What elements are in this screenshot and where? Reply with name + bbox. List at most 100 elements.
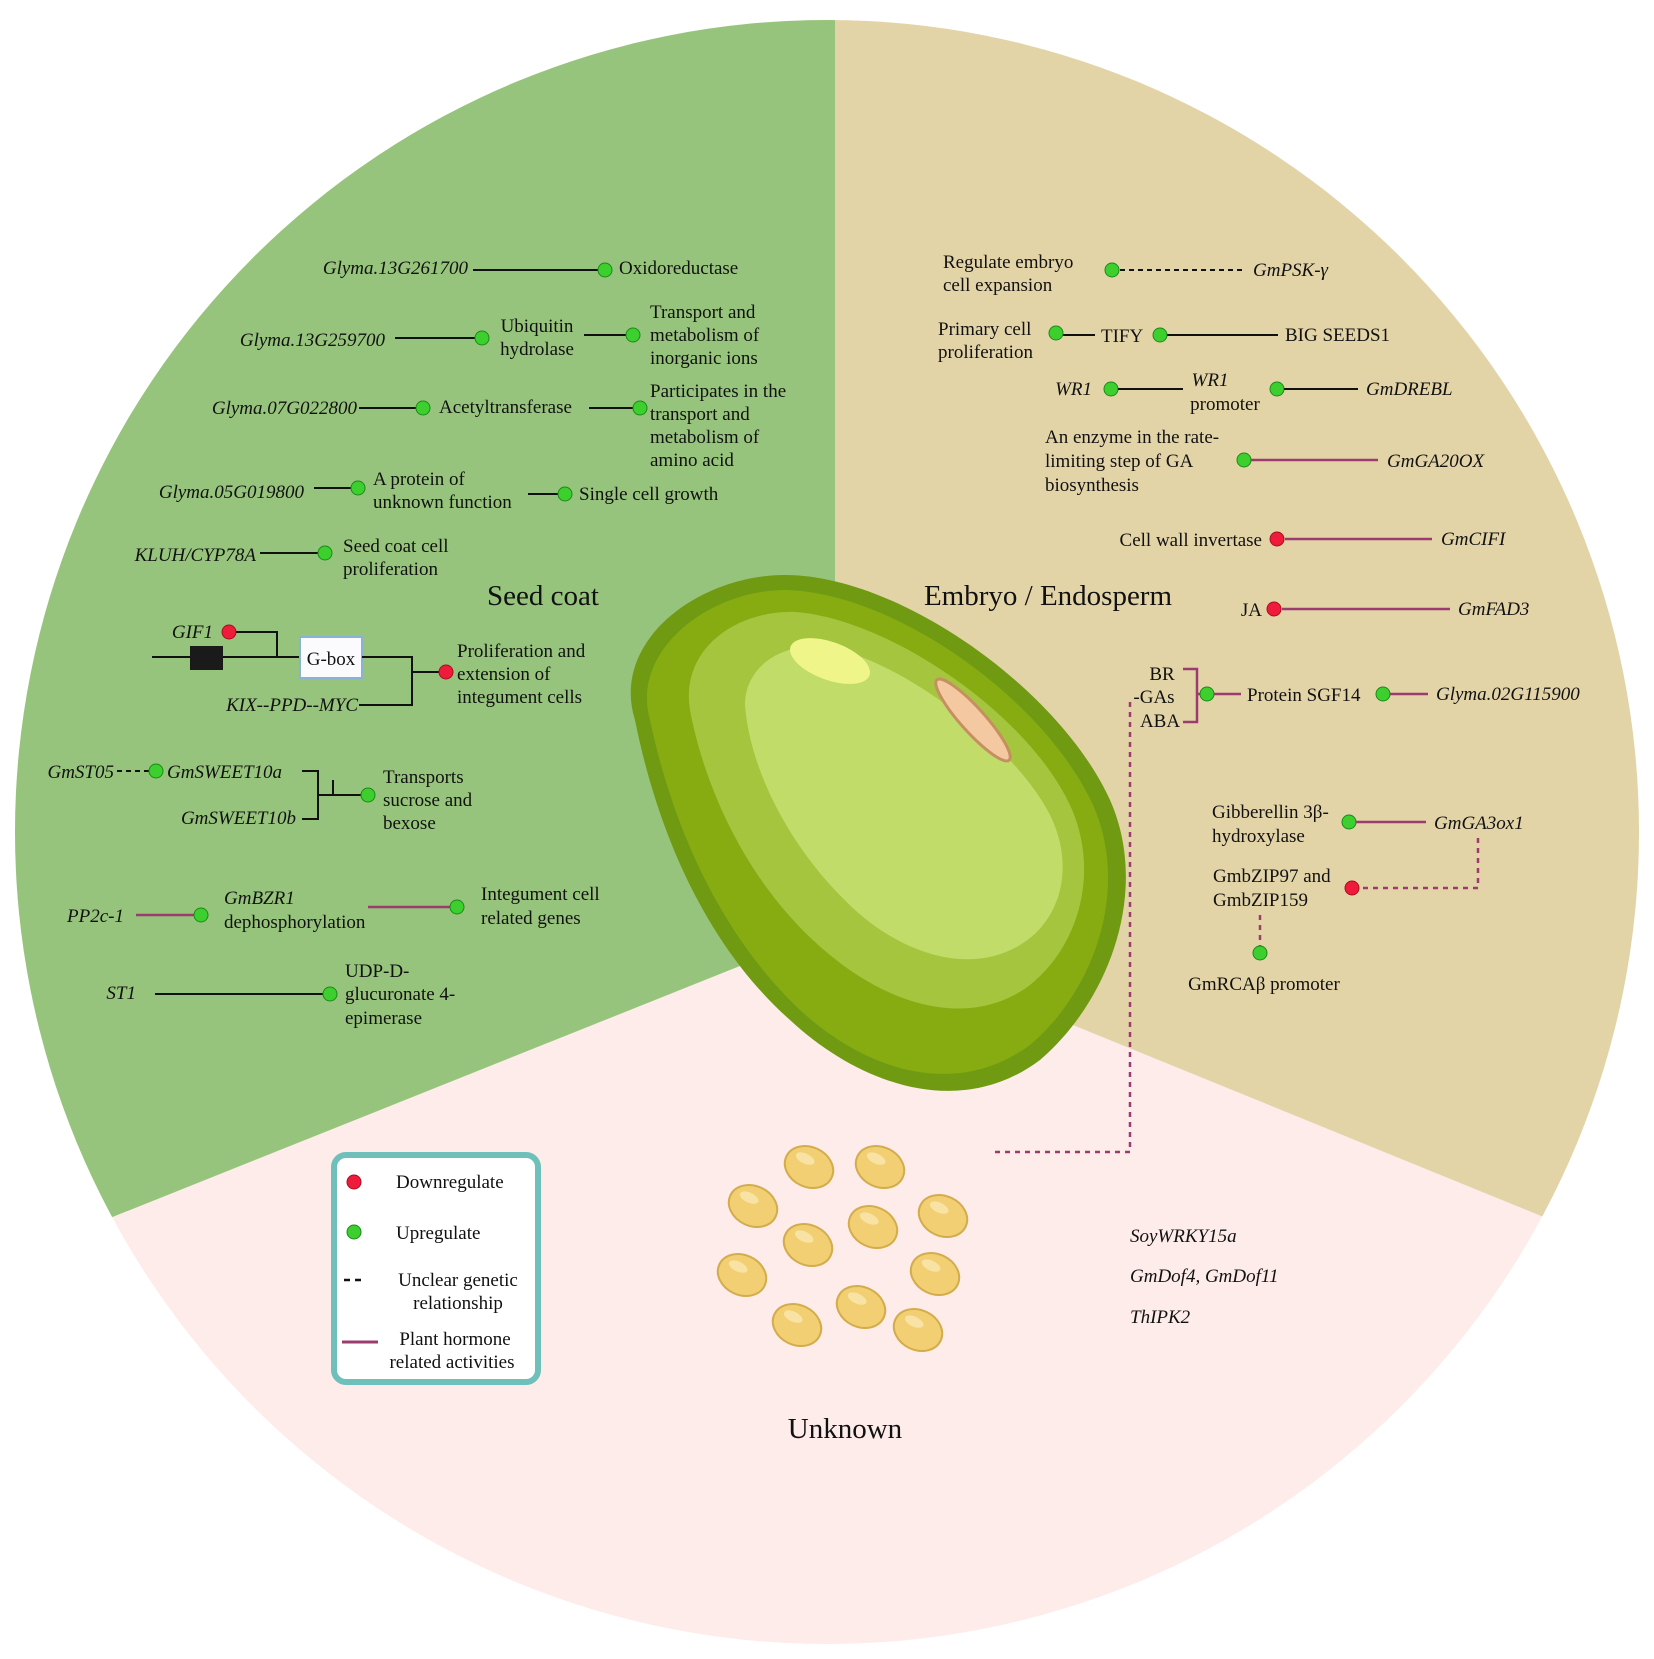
upregulate-dot xyxy=(1252,945,1268,961)
label-integument-prolif-1: Proliferation and xyxy=(457,641,586,662)
label-amino-1: Participates in the xyxy=(650,381,786,402)
gene-thipk2: ThIPK2 xyxy=(1130,1307,1191,1328)
label-unknown-protein-1: A protein of xyxy=(373,469,465,490)
unclear-hormone-link xyxy=(993,702,1132,1154)
bean-highlight xyxy=(745,646,1063,960)
bean-hilum xyxy=(934,677,1012,763)
embryo-title: Embryo / Endosperm xyxy=(924,580,1173,612)
upregulate-dot xyxy=(1104,262,1120,278)
label-enzyme-1: An enzyme in the rate- xyxy=(1045,427,1219,448)
legend-box xyxy=(331,1152,541,1385)
label-sucrose-2: sucrose and xyxy=(383,790,473,811)
label-aba: ABA xyxy=(1140,711,1180,732)
label-sgf14: Protein SGF14 xyxy=(1247,685,1361,706)
label-unknown-protein-2: unknown function xyxy=(373,492,512,513)
gene-sweet10a: GmSWEET10a xyxy=(167,762,282,783)
gene-gmst05: GmST05 xyxy=(47,762,114,783)
gene-kix: KIX--PPD--MYC xyxy=(225,695,358,716)
label-primary-1: Primary cell xyxy=(938,319,1031,340)
label-dephos: dephosphorylation xyxy=(224,912,366,933)
gene-glyma13g259700: Glyma.13G259700 xyxy=(240,330,386,351)
upregulate-dot xyxy=(1269,381,1285,397)
label-seed-coat-prolif-2: proliferation xyxy=(343,559,438,580)
upregulate-dot xyxy=(632,400,648,416)
label-hydrolase: hydrolase xyxy=(500,339,574,360)
small-seed xyxy=(847,1205,899,1249)
gene-glyma05g019800: Glyma.05G019800 xyxy=(159,482,305,503)
label-single-cell: Single cell growth xyxy=(579,484,719,505)
label-transport-2: metabolism of xyxy=(650,325,760,346)
gene-gmga20ox: GmGA20OX xyxy=(1387,451,1485,472)
legend-downregulate-dot xyxy=(346,1174,362,1190)
link-line xyxy=(359,671,439,706)
label-gibberellin-1: Gibberellin 3β- xyxy=(1212,802,1329,823)
small-seed xyxy=(835,1285,887,1329)
unknown-genes: SoyWRKY15a GmDof4, GmDof11 ThIPK2 xyxy=(1130,1226,1278,1328)
legend-unclear-label-1: Unclear genetic xyxy=(398,1270,518,1291)
embryo-network: Regulate embryo cell expansion GmPSK-γ P… xyxy=(938,252,1580,1154)
label-promoter: promoter xyxy=(1190,394,1260,415)
label-sucrose-3: bexose xyxy=(383,813,436,834)
upregulate-dot xyxy=(449,899,465,915)
label-amino-4: amino acid xyxy=(650,450,734,471)
promoter-block xyxy=(190,646,223,670)
gene-glyma02g: Glyma.02G115900 xyxy=(1436,684,1580,705)
upregulate-dot xyxy=(1199,686,1215,702)
gene-wr1: WR1 xyxy=(1055,379,1092,400)
downregulate-dot xyxy=(1266,601,1282,617)
upregulate-dot xyxy=(1152,327,1168,343)
label-big-seeds: BIG SEEDS1 xyxy=(1285,325,1390,346)
small-seed xyxy=(917,1194,969,1238)
gbox-box xyxy=(299,636,363,679)
upregulate-dot xyxy=(148,763,164,779)
downregulate-dot xyxy=(1344,880,1360,896)
link-line xyxy=(362,656,413,672)
upregulate-dot xyxy=(415,400,431,416)
label-amino-3: metabolism of xyxy=(650,427,760,448)
small-seed xyxy=(727,1184,779,1228)
upregulate-dot xyxy=(1341,814,1357,830)
label-regulate-1: Regulate embryo xyxy=(943,252,1073,273)
gene-soywrky: SoyWRKY15a xyxy=(1130,1226,1237,1247)
gene-sweet10b: GmSWEET10b xyxy=(181,808,296,829)
gene-gif1: GIF1 xyxy=(172,622,213,643)
gene-gmcifi: GmCIFI xyxy=(1441,529,1507,550)
label-seed-coat-prolif-1: Seed coat cell xyxy=(343,536,449,557)
label-integument-prolif-3: integument cells xyxy=(457,687,582,708)
gene-wr1-promoter: WR1 xyxy=(1192,370,1229,391)
label-ja: JA xyxy=(1241,600,1262,621)
small-seed xyxy=(716,1253,768,1297)
label-br: BR xyxy=(1149,664,1175,685)
gene-gmfad3: GmFAD3 xyxy=(1458,599,1529,620)
seed-cluster xyxy=(716,1145,969,1352)
label-udp-1: UDP-D- xyxy=(345,961,409,982)
legend-downregulate-label: Downregulate xyxy=(396,1172,504,1193)
label-sucrose-1: Transports xyxy=(383,767,464,788)
unclear-hormone-link xyxy=(1359,838,1480,890)
small-seed xyxy=(854,1145,906,1189)
label-oxidoreductase: Oxidoreductase xyxy=(619,258,738,279)
gene-st1: ST1 xyxy=(106,983,136,1004)
downregulate-dot xyxy=(438,664,454,680)
label-tify: TIFY xyxy=(1101,326,1144,347)
seed-coat-network: Glyma.13G261700 Oxidoreductase Glyma.13G… xyxy=(47,258,786,1029)
upregulate-dot xyxy=(322,986,338,1002)
label-enzyme-2: limiting step of GA xyxy=(1045,451,1194,472)
label-bzip-1: GmbZIP97 and xyxy=(1213,866,1331,887)
label-integument-genes-2: related genes xyxy=(481,908,581,929)
label-gibberellin-2: hydroxylase xyxy=(1212,826,1305,847)
gene-gmbzr1: GmBZR1 xyxy=(224,888,295,909)
label-enzyme-3: biosynthesis xyxy=(1045,475,1139,496)
upregulate-dot xyxy=(350,480,366,496)
seed-coat-title: Seed coat xyxy=(487,580,599,612)
upregulate-dot xyxy=(317,545,333,561)
link-line xyxy=(332,780,362,796)
label-rcab: GmRCAβ promoter xyxy=(1188,974,1340,995)
gene-glyma07g022800: Glyma.07G022800 xyxy=(212,398,358,419)
label-transport-3: inorganic ions xyxy=(650,348,758,369)
upregulate-dot xyxy=(597,262,613,278)
hormone-bracket xyxy=(1183,667,1199,724)
